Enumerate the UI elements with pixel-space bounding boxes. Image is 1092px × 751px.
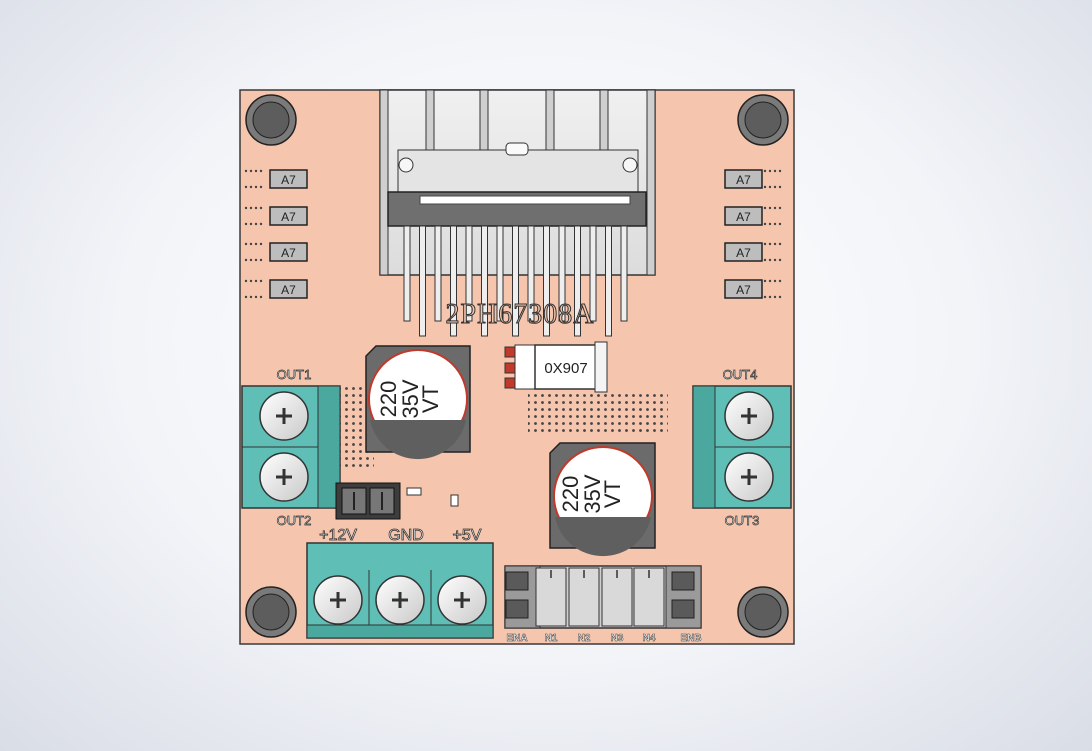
screw-terminal[interactable] [724, 391, 774, 441]
capacitor-1-value: 220 [376, 381, 401, 418]
voltage-regulator: 0X907 [504, 341, 608, 393]
chip-leg [465, 225, 473, 322]
resistor: A7 [244, 242, 308, 262]
chip-leg [481, 225, 488, 337]
power-terminal [306, 542, 494, 639]
chip-leg [419, 225, 426, 337]
label-12v: +12V [319, 527, 357, 544]
via-field [528, 392, 668, 436]
chip-leg [605, 225, 612, 337]
chip-legs [403, 225, 628, 337]
resistor-marking: A7 [736, 246, 751, 260]
screw-terminal[interactable] [724, 452, 774, 502]
label-5v: +5V [453, 527, 482, 544]
capacitor-1-series: VT [418, 385, 443, 413]
capacitor-2-value: 220 [558, 476, 583, 513]
screw-terminal[interactable] [313, 575, 363, 625]
output-terminal-right [692, 385, 792, 509]
screw-terminal[interactable] [259, 452, 309, 502]
header-pin-label: N4 [643, 633, 656, 644]
jumper[interactable] [335, 482, 401, 520]
header-pin-enb[interactable]: ENB [671, 571, 702, 644]
smd-component [406, 487, 422, 496]
resistor-marking: A7 [281, 283, 296, 297]
capacitor-2-series: VT [600, 480, 625, 508]
chip-leg [527, 225, 535, 322]
chip-leg [620, 225, 628, 322]
mounting-holes [245, 94, 789, 638]
header-pin-n2[interactable]: N2 [568, 567, 600, 644]
capacitor-1-voltage: 35V [398, 379, 423, 418]
resistor: A7 [244, 279, 308, 299]
chip-leg [434, 225, 442, 322]
header-pin-ena[interactable]: ENA [505, 571, 529, 644]
chip-leg [450, 225, 457, 337]
resistor: A7 [244, 206, 308, 226]
header-pin-label: ENB [680, 633, 701, 644]
header-pin-n1[interactable]: N1 [535, 567, 567, 644]
mounting-hole [245, 586, 297, 638]
header-pin-n3[interactable]: N3 [601, 567, 633, 644]
label-out1: OUT1 [277, 367, 312, 382]
resistor: A7 [244, 169, 308, 189]
chip-leg [574, 225, 581, 337]
resistor-marking: A7 [281, 246, 296, 260]
resistor: A7 [724, 206, 782, 226]
capacitor-2: 220 35V VT [549, 442, 656, 557]
header-pin-label: N3 [611, 633, 624, 644]
chip-leg [589, 225, 597, 322]
resistor: A7 [724, 279, 782, 299]
header-pin-n4[interactable]: N4 [633, 567, 665, 644]
capacitor-2-voltage: 35V [580, 474, 605, 513]
logic-header: ENA N1 N2 N3 N4 ENB [504, 565, 702, 644]
resistor: A7 [724, 242, 782, 262]
resistor-marking: A7 [736, 283, 751, 297]
smd-led [450, 494, 459, 507]
header-pin-label: N1 [545, 633, 558, 644]
output-terminal-left [241, 385, 341, 509]
resistor-marking: A7 [736, 210, 751, 224]
chip-leg [543, 225, 550, 337]
mounting-hole [737, 94, 789, 146]
mounting-hole [737, 586, 789, 638]
screw-terminal[interactable] [259, 391, 309, 441]
mounting-hole [245, 94, 297, 146]
label-out3: OUT3 [725, 513, 760, 528]
label-out2: OUT2 [277, 513, 312, 528]
chip-leg [496, 225, 504, 322]
resistor-marking: A7 [736, 173, 751, 187]
resistor-marking: A7 [281, 210, 296, 224]
capacitor-1: 220 35V VT [365, 345, 471, 460]
chip-leg [558, 225, 566, 322]
screw-terminal[interactable] [375, 575, 425, 625]
screw-terminal[interactable] [437, 575, 487, 625]
resistor-marking: A7 [281, 173, 296, 187]
header-pin-label: N2 [578, 633, 591, 644]
resistor: A7 [724, 169, 782, 189]
driver-chip [387, 191, 647, 227]
label-gnd: GND [388, 527, 424, 544]
chip-leg [512, 225, 519, 337]
chip-marking: 2PH67308A [445, 299, 594, 330]
chip-leg [403, 225, 411, 322]
header-pin-label: ENA [506, 633, 527, 644]
label-out4: OUT4 [723, 367, 758, 382]
regulator-marking: 0X907 [544, 360, 587, 377]
